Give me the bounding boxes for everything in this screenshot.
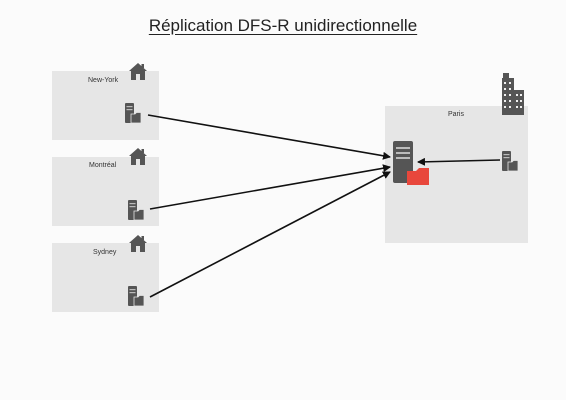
site-box-new-york <box>52 71 159 140</box>
server-icon <box>127 199 145 221</box>
diagram-title: Réplication DFS-R unidirectionnelle <box>0 16 566 36</box>
site-label-montreal: Montréal <box>89 162 117 169</box>
replication-arrow-montreal <box>149 164 391 210</box>
site-label-new-york: New-York <box>88 77 119 84</box>
site-label-sydney: Sydney <box>93 249 117 256</box>
folder-icon <box>407 168 429 185</box>
house-icon <box>129 235 147 252</box>
replication-arrow-paris-local <box>417 157 501 166</box>
replication-arrow-new-york <box>147 114 391 160</box>
house-icon <box>129 148 147 165</box>
diagram-title-text: Réplication DFS-R unidirectionnelle <box>148 16 418 35</box>
server-icon <box>124 102 142 124</box>
city-buildings-icon <box>502 73 524 115</box>
house-icon <box>129 63 147 80</box>
server-icon <box>127 285 145 307</box>
server-icon <box>501 150 519 172</box>
replication-arrow-sydney <box>149 171 391 298</box>
site-label-paris: Paris <box>448 111 464 118</box>
